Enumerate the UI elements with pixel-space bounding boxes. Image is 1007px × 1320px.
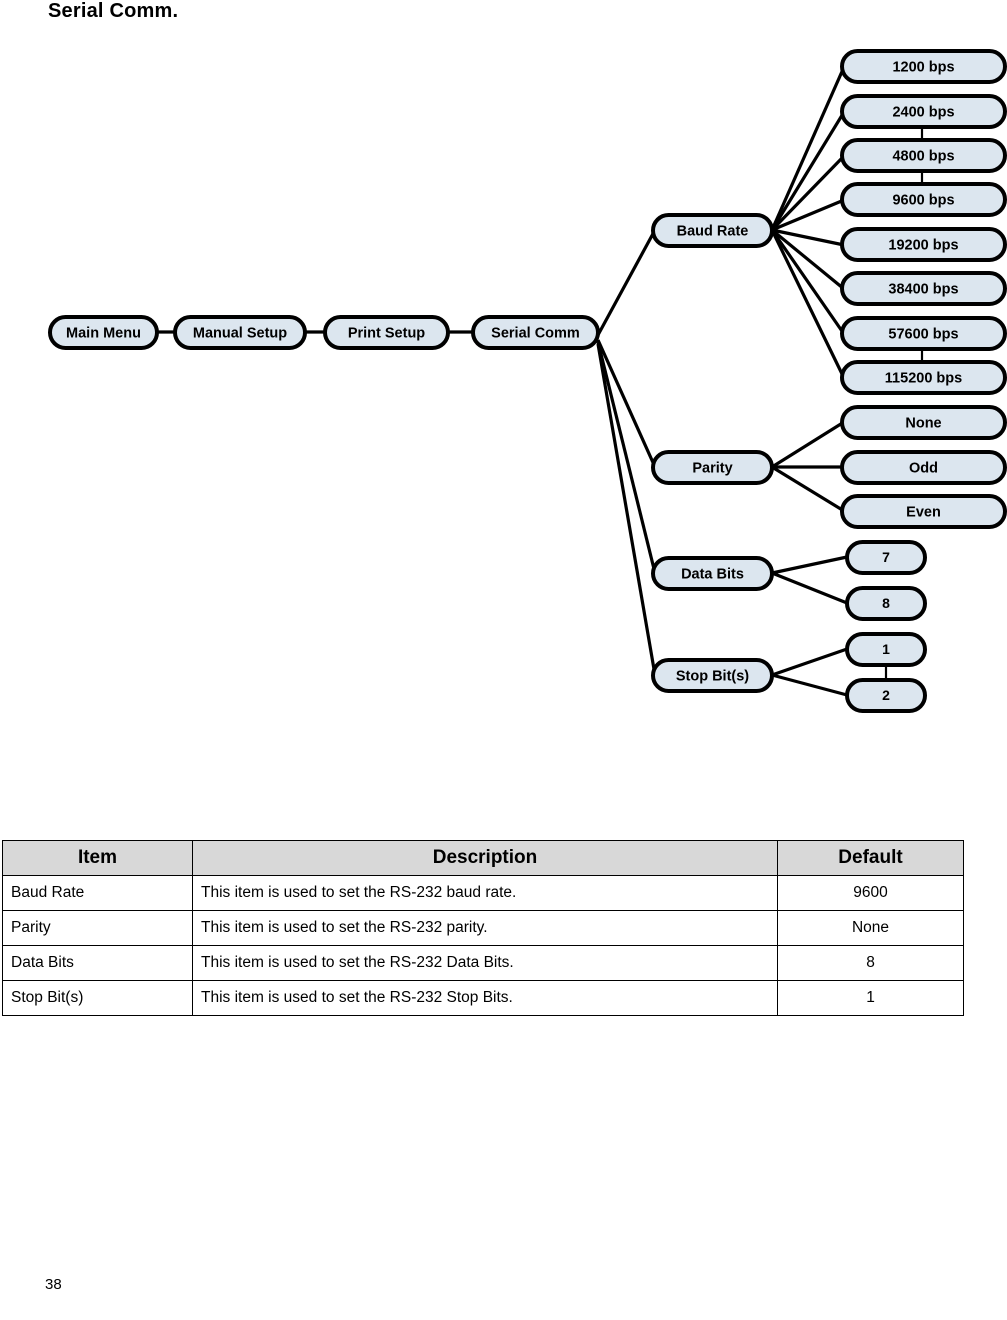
node-option-databits-7-label: 7 bbox=[882, 549, 890, 565]
connector-baudrate-19200 bbox=[771, 228, 845, 247]
node-manual-setup[interactable]: Manual Setup bbox=[173, 315, 307, 350]
table-cell-description: This item is used to set the RS-232 Data… bbox=[192, 945, 778, 981]
node-category-stop-bits[interactable]: Stop Bit(s) bbox=[651, 658, 774, 693]
table-header-item: Item bbox=[2, 840, 193, 876]
node-option-stopbits-1-label: 1 bbox=[882, 641, 890, 657]
page-title: Serial Comm. bbox=[48, 0, 179, 22]
node-print-setup-label: Print Setup bbox=[348, 325, 425, 341]
table-cell-description: This item is used to set the RS-232 pari… bbox=[192, 910, 778, 946]
settings-table: Item Description Default Baud Rate This … bbox=[2, 840, 964, 1016]
table-cell-default: 8 bbox=[777, 945, 964, 981]
table-row: Baud Rate This item is used to set the R… bbox=[2, 875, 964, 911]
node-option-baud-4800-label: 4800 bps bbox=[892, 148, 954, 164]
table-cell-description: This item is used to set the RS-232 Stop… bbox=[192, 980, 778, 1016]
table-cell-item: Stop Bit(s) bbox=[2, 980, 193, 1016]
node-option-baud-9600[interactable]: 9600 bps bbox=[840, 182, 1007, 217]
connector-baudrate-115200 bbox=[770, 229, 846, 379]
node-manual-setup-label: Manual Setup bbox=[193, 325, 287, 341]
node-option-baud-2400-label: 2400 bps bbox=[892, 104, 954, 120]
node-option-parity-even-label: Even bbox=[906, 504, 941, 520]
connector-databits-8 bbox=[771, 571, 848, 605]
node-option-baud-38400[interactable]: 38400 bps bbox=[840, 271, 1007, 306]
node-option-baud-1200-label: 1200 bps bbox=[892, 59, 954, 75]
node-category-parity-label: Parity bbox=[692, 460, 732, 476]
node-option-stopbits-2-label: 2 bbox=[882, 687, 890, 703]
connector-baudrate-9600 bbox=[771, 198, 845, 232]
node-option-baud-115200-label: 115200 bps bbox=[885, 370, 962, 386]
node-print-setup[interactable]: Print Setup bbox=[323, 315, 450, 350]
node-category-stop-bits-label: Stop Bit(s) bbox=[676, 668, 749, 684]
table-header-row: Item Description Default bbox=[2, 840, 964, 876]
table-cell-default: 1 bbox=[777, 980, 964, 1016]
node-option-databits-7[interactable]: 7 bbox=[845, 540, 927, 575]
node-main-menu-label: Main Menu bbox=[66, 325, 141, 341]
node-option-baud-19200[interactable]: 19200 bps bbox=[840, 227, 1007, 262]
node-option-parity-none-label: None bbox=[905, 415, 941, 431]
node-option-baud-57600-label: 57600 bps bbox=[888, 326, 958, 342]
connector-serialcomm-parity bbox=[596, 339, 657, 468]
node-serial-comm[interactable]: Serial Comm bbox=[471, 315, 600, 350]
node-option-baud-4800[interactable]: 4800 bps bbox=[840, 138, 1007, 173]
node-option-baud-9600-label: 9600 bps bbox=[892, 192, 954, 208]
node-option-stopbits-2[interactable]: 2 bbox=[845, 678, 927, 713]
connector-stopbits-1 bbox=[771, 647, 848, 677]
node-serial-comm-label: Serial Comm bbox=[491, 325, 580, 341]
node-category-parity[interactable]: Parity bbox=[651, 450, 774, 485]
node-category-baud-rate[interactable]: Baud Rate bbox=[651, 213, 774, 248]
table-header-description: Description bbox=[192, 840, 778, 876]
node-option-baud-38400-label: 38400 bps bbox=[888, 281, 958, 297]
connector-serialcomm-stopbits bbox=[596, 343, 657, 676]
connector-baudrate-38400 bbox=[770, 228, 846, 291]
node-option-parity-odd-label: Odd bbox=[909, 460, 938, 476]
connector-baudrate-1200 bbox=[770, 66, 846, 231]
connector-baudrate-4800 bbox=[770, 154, 846, 232]
page-number: 38 bbox=[45, 1276, 62, 1293]
node-option-databits-8[interactable]: 8 bbox=[845, 586, 927, 621]
node-option-stopbits-1[interactable]: 1 bbox=[845, 632, 927, 667]
table-cell-item: Data Bits bbox=[2, 945, 193, 981]
node-option-baud-2400[interactable]: 2400 bps bbox=[840, 94, 1007, 129]
connector-parity-none bbox=[771, 420, 845, 469]
node-category-data-bits-label: Data Bits bbox=[681, 566, 744, 582]
node-main-menu[interactable]: Main Menu bbox=[48, 315, 159, 350]
connector-serialcomm-databits bbox=[596, 341, 657, 574]
table-row: Data Bits This item is used to set the R… bbox=[2, 945, 964, 981]
connector-serialcomm-baudrate bbox=[596, 229, 657, 336]
node-option-parity-none[interactable]: None bbox=[840, 405, 1007, 440]
node-category-data-bits[interactable]: Data Bits bbox=[651, 556, 774, 591]
node-option-parity-even[interactable]: Even bbox=[840, 494, 1007, 529]
node-category-baud-rate-label: Baud Rate bbox=[677, 223, 749, 239]
table-cell-description: This item is used to set the RS-232 baud… bbox=[192, 875, 778, 911]
connector-databits-7 bbox=[771, 555, 848, 575]
node-option-baud-1200[interactable]: 1200 bps bbox=[840, 49, 1007, 84]
connector-parity-even bbox=[771, 465, 845, 513]
connector-stopbits-2 bbox=[771, 673, 848, 697]
node-option-baud-115200[interactable]: 115200 bps bbox=[840, 360, 1007, 395]
table-cell-default: None bbox=[777, 910, 964, 946]
table-cell-item: Parity bbox=[2, 910, 193, 946]
table-cell-item: Baud Rate bbox=[2, 875, 193, 911]
connector-baudrate-57600 bbox=[770, 229, 846, 335]
serial-comm-menu-diagram: Main Menu Manual Setup Print Setup Seria… bbox=[0, 30, 1007, 730]
table-row: Parity This item is used to set the RS-2… bbox=[2, 910, 964, 946]
node-option-databits-8-label: 8 bbox=[882, 595, 890, 611]
node-option-baud-19200-label: 19200 bps bbox=[888, 237, 958, 253]
node-option-baud-57600[interactable]: 57600 bps bbox=[840, 316, 1007, 351]
table-header-default: Default bbox=[777, 840, 964, 876]
table-row: Stop Bit(s) This item is used to set the… bbox=[2, 980, 964, 1016]
connector-baudrate-2400 bbox=[770, 111, 846, 231]
node-option-parity-odd[interactable]: Odd bbox=[840, 450, 1007, 485]
table-cell-default: 9600 bbox=[777, 875, 964, 911]
